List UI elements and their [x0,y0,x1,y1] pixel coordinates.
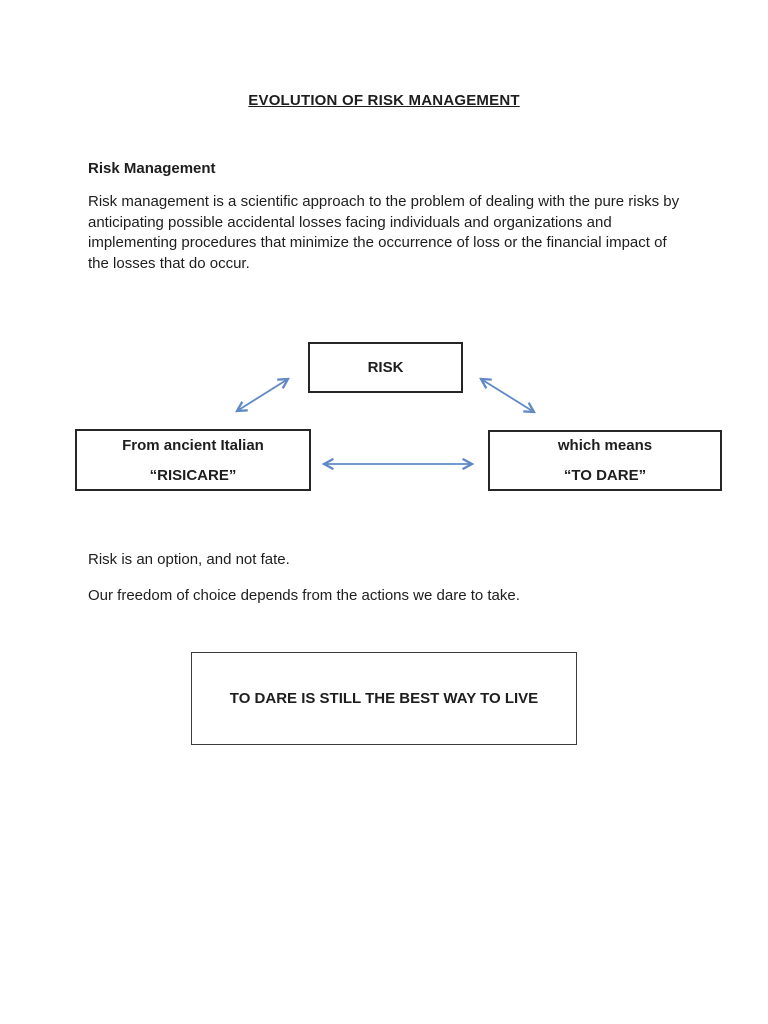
meaning-box-line1: which means [557,437,653,454]
callout-box: TO DARE IS STILL THE BEST WAY TO LIVE [191,652,577,745]
section-heading: Risk Management [88,160,216,177]
origin-box-line2: “RISICARE” [149,466,237,484]
sentence-risk-option: Risk is an option, and not fate. [88,551,290,568]
double-arrow-origin-risk-icon [237,379,288,411]
meaning-box: which means “TO DARE” [488,430,722,491]
origin-box: From ancient Italian “RISICARE” [75,429,311,491]
risk-box: RISK [308,342,463,393]
page-title: EVOLUTION OF RISK MANAGEMENT [248,92,520,109]
risk-box-label: RISK [367,359,404,376]
double-arrow-risk-meaning-icon [481,379,534,412]
origin-box-line1: From ancient Italian [122,436,264,454]
callout-text: TO DARE IS STILL THE BEST WAY TO LIVE [229,690,539,707]
meaning-box-line2: “TO DARE” [563,467,647,484]
sentence-freedom-choice: Our freedom of choice depends from the a… [88,587,520,604]
body-paragraph: Risk management is a scientific approach… [88,193,680,272]
